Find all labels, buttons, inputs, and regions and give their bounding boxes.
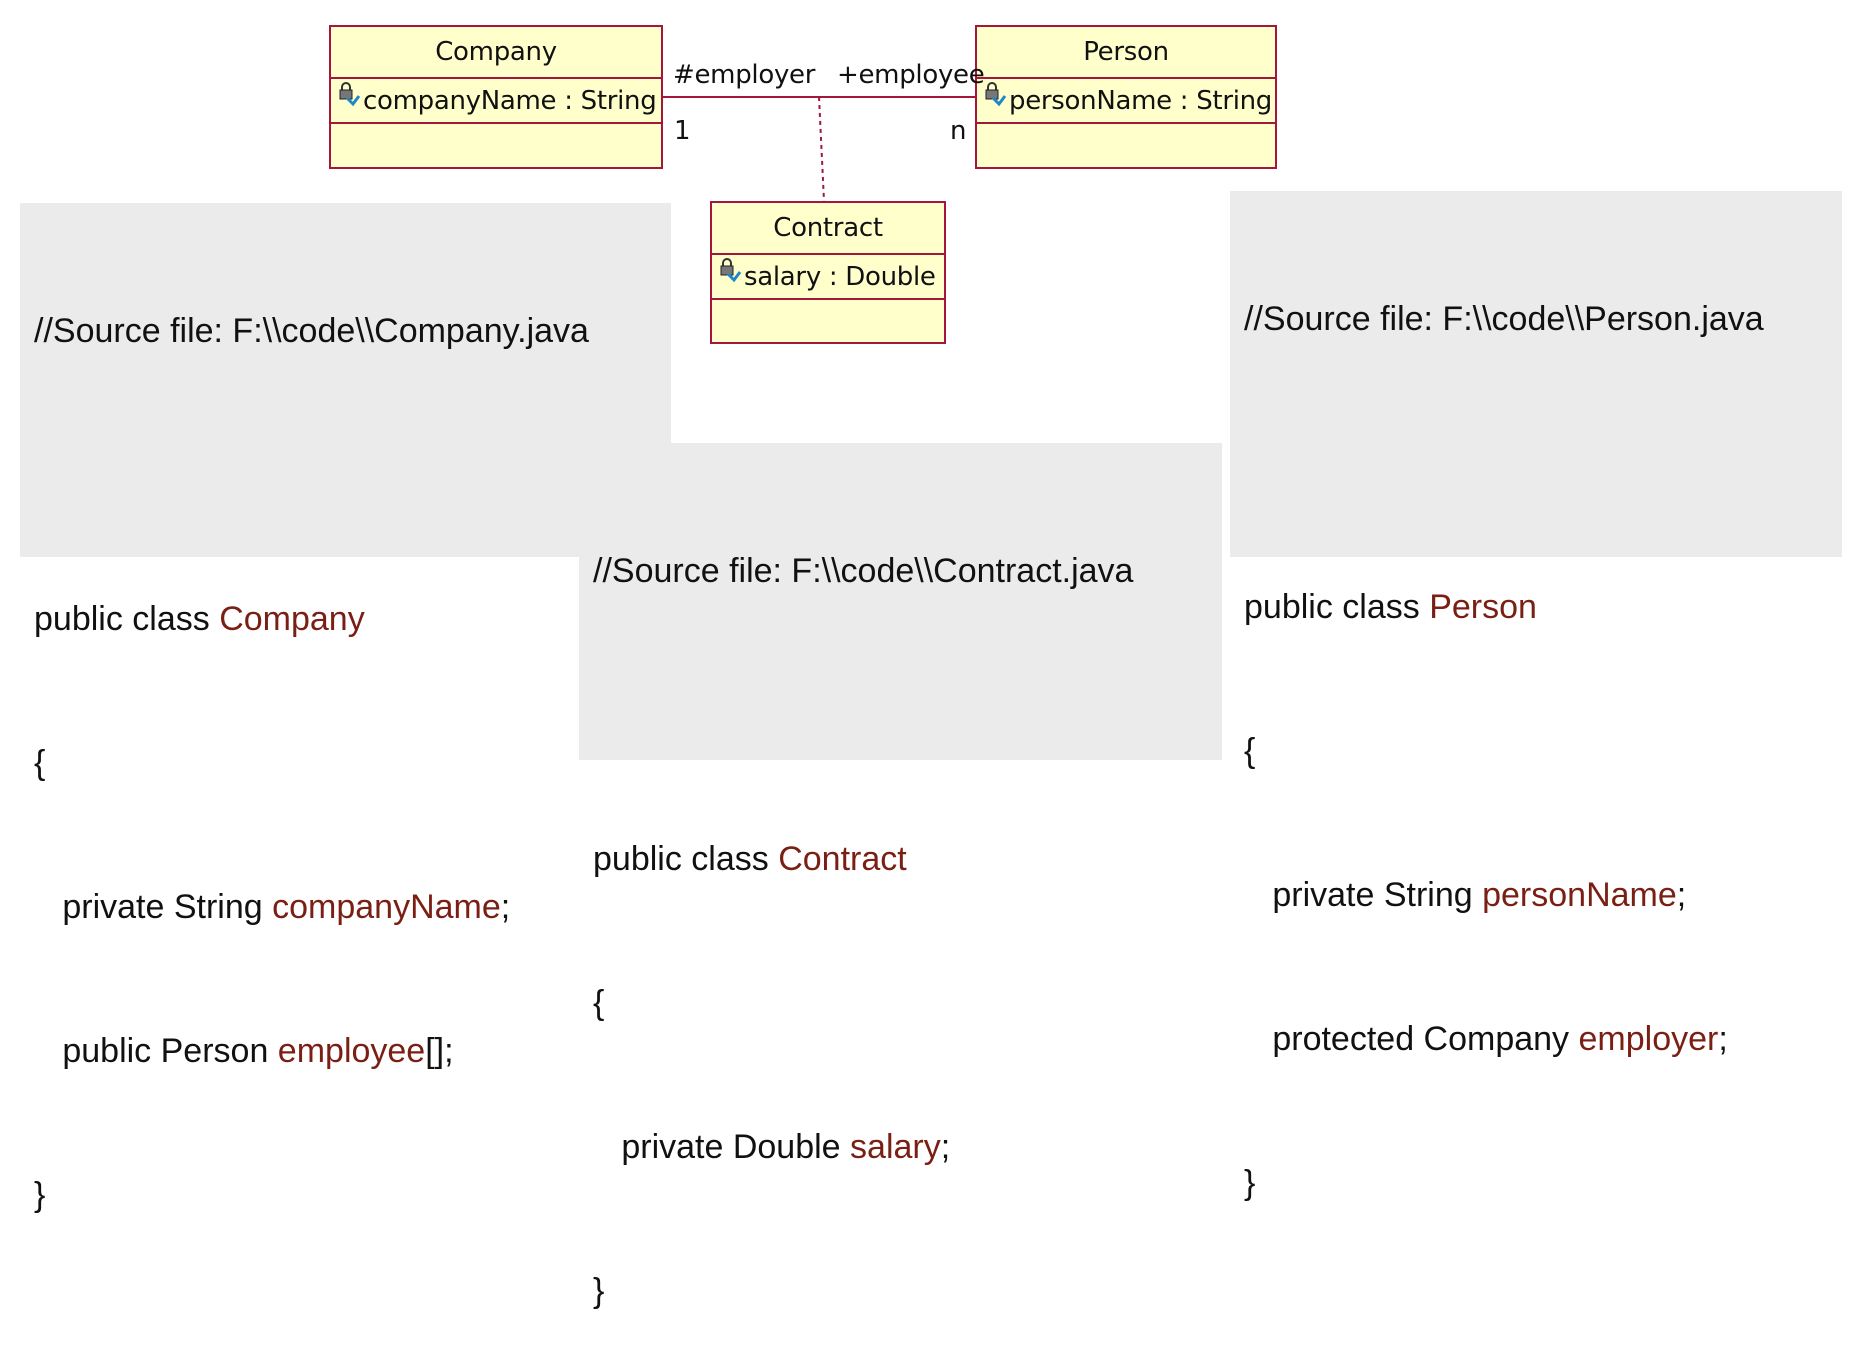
code-header: //Source file: F:\\code\\Contract.java	[593, 552, 1134, 590]
code-field-type: private String	[1244, 876, 1483, 914]
code-class-decl: public class Company	[34, 595, 657, 643]
class-attributes: personName : String	[977, 77, 1275, 124]
code-field-end: [];	[425, 1032, 454, 1070]
multiplicity-person: n	[950, 116, 967, 146]
code-blank	[593, 691, 1208, 739]
class-operations	[331, 124, 661, 154]
code-close-brace: }	[1244, 1164, 1256, 1202]
code-field-type: private String	[34, 888, 273, 926]
role-label-employee: +employee	[837, 60, 985, 90]
multiplicity-company: 1	[674, 116, 691, 146]
code-keyword: public class	[1244, 588, 1430, 626]
attribute-text: salary : Double	[744, 261, 936, 292]
code-keyword: public class	[593, 840, 779, 878]
code-contract: //Source file: F:\\code\\Contract.java p…	[579, 443, 1222, 1310]
code-person: //Source file: F:\\code\\Person.java pub…	[1230, 191, 1842, 1202]
code-header: //Source file: F:\\code\\Company.java	[34, 312, 589, 350]
code-class-decl: public class Person	[1244, 583, 1828, 631]
class-contract[interactable]: Contract salary : Double	[710, 201, 946, 344]
code-class-name: Company	[219, 600, 365, 638]
attribute-text: companyName : String	[363, 85, 657, 116]
code-open-brace: {	[593, 984, 605, 1022]
attribute-text: personName : String	[1009, 85, 1273, 116]
association-lines	[663, 96, 975, 202]
code-field-name: personName	[1482, 876, 1677, 914]
code-class-name: Contract	[778, 840, 907, 878]
code-close-brace: }	[34, 1176, 46, 1214]
code-company: //Source file: F:\\code\\Company.java pu…	[20, 203, 671, 1214]
code-close-brace: }	[593, 1272, 605, 1310]
class-person[interactable]: Person personName : String	[975, 25, 1277, 169]
code-header: //Source file: F:\\code\\Person.java	[1244, 300, 1764, 338]
code-field: protected Company employer;	[1244, 1015, 1828, 1063]
code-blank	[1244, 439, 1828, 487]
code-field: private Double salary;	[593, 1123, 1208, 1171]
association-class-link	[818, 96, 825, 202]
class-attributes: salary : Double	[712, 253, 944, 300]
code-field-end: ;	[940, 1128, 951, 1166]
class-operations	[977, 124, 1275, 154]
class-name: Contract	[773, 213, 883, 243]
code-field-type: public Person	[34, 1032, 278, 1070]
code-blank	[34, 451, 657, 499]
code-class-decl: public class Contract	[593, 835, 1208, 883]
code-field: public Person employee[];	[34, 1027, 657, 1075]
code-field: private String companyName;	[34, 883, 657, 931]
code-keyword: public class	[34, 600, 220, 638]
lock-key-icon	[337, 81, 361, 109]
code-field-end: ;	[500, 888, 511, 926]
role-label-employer: #employer	[673, 60, 816, 90]
code-field: private String personName;	[1244, 871, 1828, 919]
code-field-end: ;	[1718, 1020, 1728, 1058]
class-name: Company	[435, 37, 557, 67]
class-name: Person	[1083, 37, 1169, 67]
code-field-type: protected Company	[1244, 1020, 1579, 1058]
code-field-end: ;	[1676, 876, 1687, 914]
code-field-name: companyName	[272, 888, 501, 926]
code-field-name: employer	[1578, 1020, 1719, 1058]
code-field-name: employee	[277, 1032, 426, 1070]
class-attributes: companyName : String	[331, 77, 661, 124]
lock-key-icon	[718, 257, 742, 285]
code-open-brace: {	[34, 744, 46, 782]
class-company[interactable]: Company companyName : String	[329, 25, 663, 169]
code-open-brace: {	[1244, 732, 1256, 770]
code-field-name: salary	[850, 1128, 941, 1166]
code-field-type: private Double	[593, 1128, 851, 1166]
lock-key-icon	[983, 81, 1007, 109]
code-class-name: Person	[1429, 588, 1537, 626]
class-operations	[712, 300, 944, 330]
